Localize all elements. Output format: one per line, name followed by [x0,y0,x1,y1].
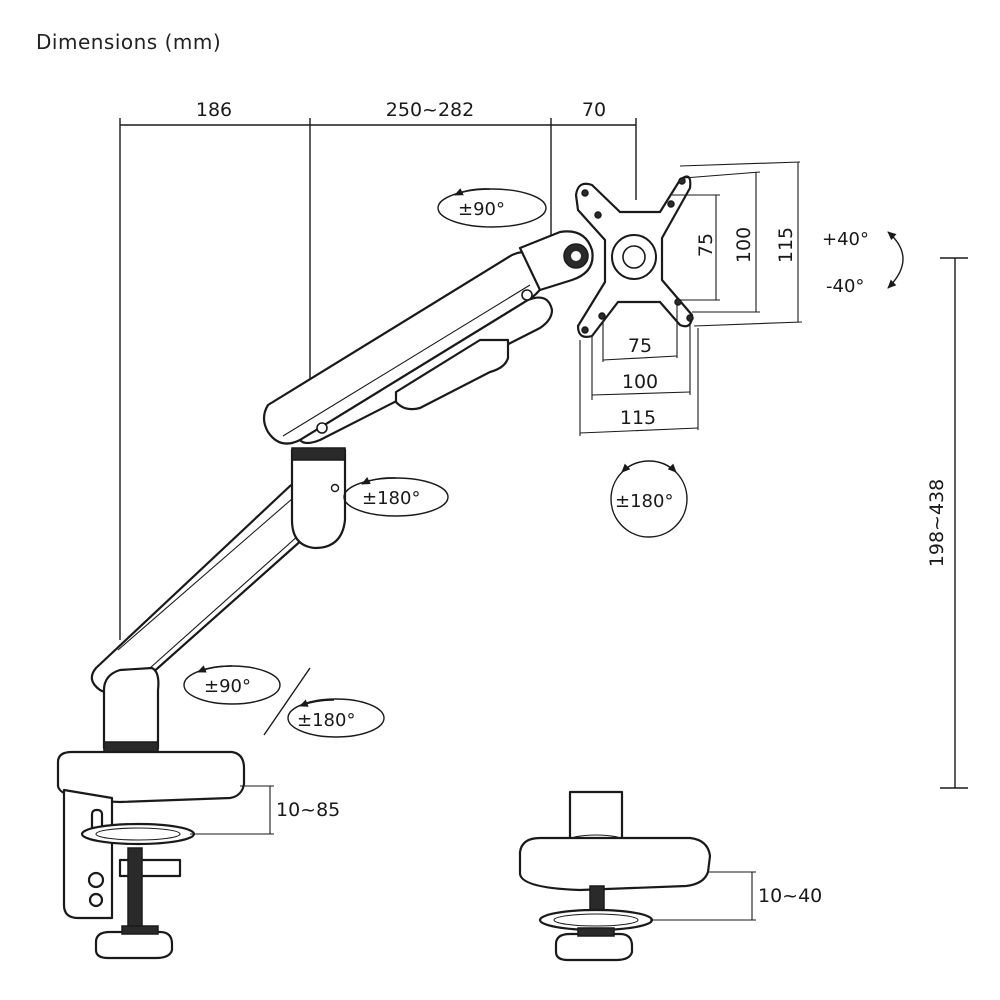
vesa-horizontal-dimensions [579,305,699,436]
rotation-arrow-icon [183,665,281,705]
screen-rotation-label: ±180° [615,491,673,512]
clamp-range-label: 10~85 [276,799,340,821]
height-dimension-line [940,257,968,789]
vesa-plate [574,175,694,338]
vesa-vertical-75: 75 [695,233,717,257]
rotation-arrow-icon [343,476,449,517]
rotation-arrow-icon [437,188,547,228]
desk-clamp [56,750,246,960]
vesa-vertical-dimensions [672,161,803,327]
lower-arm [90,447,347,753]
clamp-range-dimension-lines [190,785,274,835]
top-dimension-lines [119,118,637,640]
vesa-horizontal-115: 115 [620,407,656,429]
vesa-horizontal-75: 75 [628,335,652,357]
tilt-arrow-icon [887,231,904,289]
grommet-range-dimension-lines [650,871,756,921]
vesa-vertical-115: 115 [775,227,797,263]
rotation-arrow-icon [610,460,688,538]
divider-slash [263,667,311,736]
arm-base-dimension: 186 [196,99,232,121]
vesa-vertical-100: 100 [733,227,755,263]
base-swivel-label: ±90° [204,676,251,697]
grommet-mount [518,790,712,962]
elbow-swivel-label: ±180° [362,488,420,509]
height-range-dimension: 198~438 [926,479,948,567]
upper-arm [262,230,594,445]
head-swivel-label: ±90° [458,199,505,220]
grommet-range-label: 10~40 [758,885,822,907]
head-offset-dimension: 70 [582,99,606,121]
tilt-down-label: -40° [826,276,864,297]
arm-upper-dimension: 250~282 [386,99,474,121]
rotation-arrow-icon [287,698,385,738]
vesa-horizontal-100: 100 [622,371,658,393]
tilt-up-label: +40° [822,229,869,250]
page-title: Dimensions (mm) [36,30,222,54]
base-rotation-label: ±180° [297,710,355,731]
